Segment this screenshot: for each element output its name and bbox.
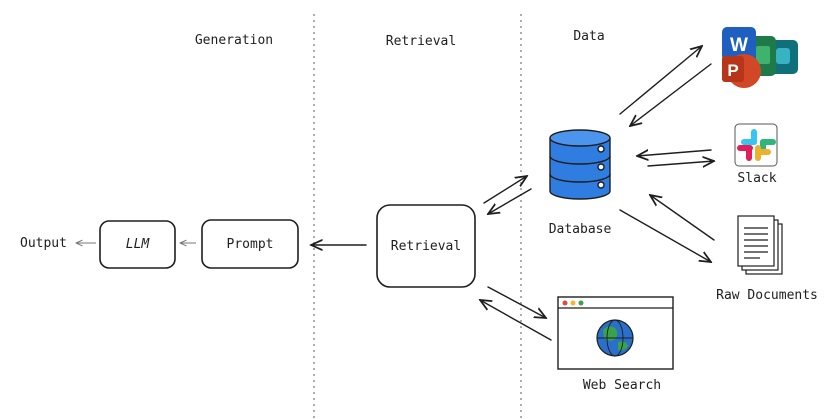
documents-icon	[737, 215, 783, 275]
column-title-retrieval: Retrieval	[386, 34, 456, 49]
prompt-node: Prompt	[201, 219, 299, 269]
powerpoint-letter: P	[727, 61, 738, 80]
slack-icon	[734, 123, 778, 167]
retrieval-node-label: Retrieval	[391, 239, 461, 254]
arrow-database-to-documents	[619, 209, 711, 262]
arrow-database-to-retrieval	[488, 188, 532, 214]
column-title-generation: Generation	[195, 33, 273, 48]
llm-node: LLM	[99, 220, 176, 269]
arrow-websearch-to-retrieval	[480, 300, 552, 341]
database-icon	[549, 129, 611, 200]
arrow-database-to-slack	[647, 161, 714, 166]
output-label: Output	[20, 236, 67, 251]
arrow-retrieval-to-websearch	[487, 286, 546, 318]
arrow-database-to-office	[619, 46, 702, 115]
raw-documents-label: Raw Documents	[716, 288, 818, 303]
arrow-office-to-database	[630, 63, 712, 126]
arrow-documents-to-database	[650, 195, 715, 241]
arrow-retrieval-to-database	[483, 176, 527, 204]
prompt-label: Prompt	[227, 237, 274, 252]
column-title-data: Data	[573, 29, 604, 44]
arrow-slack-to-database	[637, 150, 712, 156]
llm-label: LLM	[126, 237, 151, 252]
retrieval-node: Retrieval	[376, 204, 476, 288]
word-letter: W	[730, 35, 748, 56]
office-apps-icon: W P	[722, 27, 798, 88]
word-icon	[722, 27, 756, 61]
browser-globe-icon	[557, 296, 674, 370]
web-search-label: Web Search	[583, 378, 661, 393]
slack-label: Slack	[737, 171, 776, 186]
database-label: Database	[549, 222, 612, 237]
